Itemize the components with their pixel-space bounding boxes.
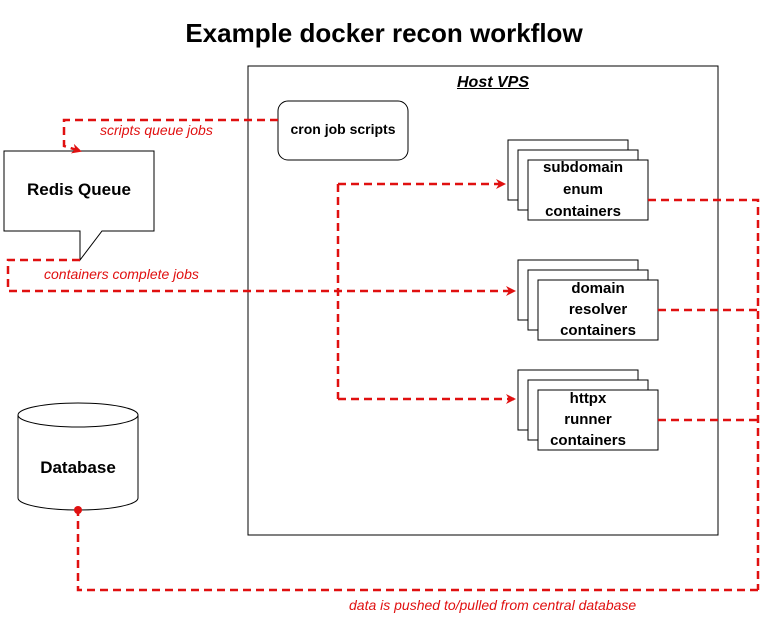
subdomain-line1: subdomain	[542, 159, 623, 176]
subdomain-line3: containers	[545, 203, 621, 220]
httpx-stack	[517, 369, 659, 451]
httpx-line2: runner	[564, 411, 612, 428]
httpx-line3: containers	[550, 432, 626, 449]
httpx-line1: httpx	[569, 390, 607, 407]
connector-scripts-queue	[62, 118, 278, 154]
subdomain-label: subdomain enum containers	[528, 157, 638, 223]
subdomain-stack	[507, 139, 649, 221]
containers-complete-label: containers complete jobs	[44, 266, 199, 282]
connector-containers-complete	[6, 258, 516, 296]
resolver-label: domain resolver containers	[538, 278, 658, 341]
data-pushed-label: data is pushed to/pulled from central da…	[349, 597, 637, 613]
scripts-queue-label: scripts queue jobs	[100, 122, 213, 138]
resolver-line3: containers	[560, 322, 636, 339]
resolver-line2: resolver	[568, 301, 628, 318]
redis-queue-label: Redis Queue	[27, 180, 131, 199]
diagram-title: Example docker recon workflow	[185, 18, 583, 48]
connector-subdomain-data	[648, 198, 760, 590]
connector-endpoint-dot	[74, 506, 82, 514]
httpx-label: httpx runner containers	[538, 388, 638, 451]
subdomain-line2: enum	[562, 181, 603, 198]
connector-database-data	[76, 510, 758, 592]
database-cylinder	[17, 402, 139, 511]
redis-callout-shape	[3, 150, 155, 262]
host-vps-label: Host VPS	[456, 74, 529, 91]
cron-job-box	[277, 100, 409, 161]
database-label: Database	[40, 458, 116, 477]
resolver-line1: domain	[571, 280, 625, 297]
resolver-stack	[517, 259, 659, 341]
cron-job-label: cron job scripts	[290, 121, 396, 137]
